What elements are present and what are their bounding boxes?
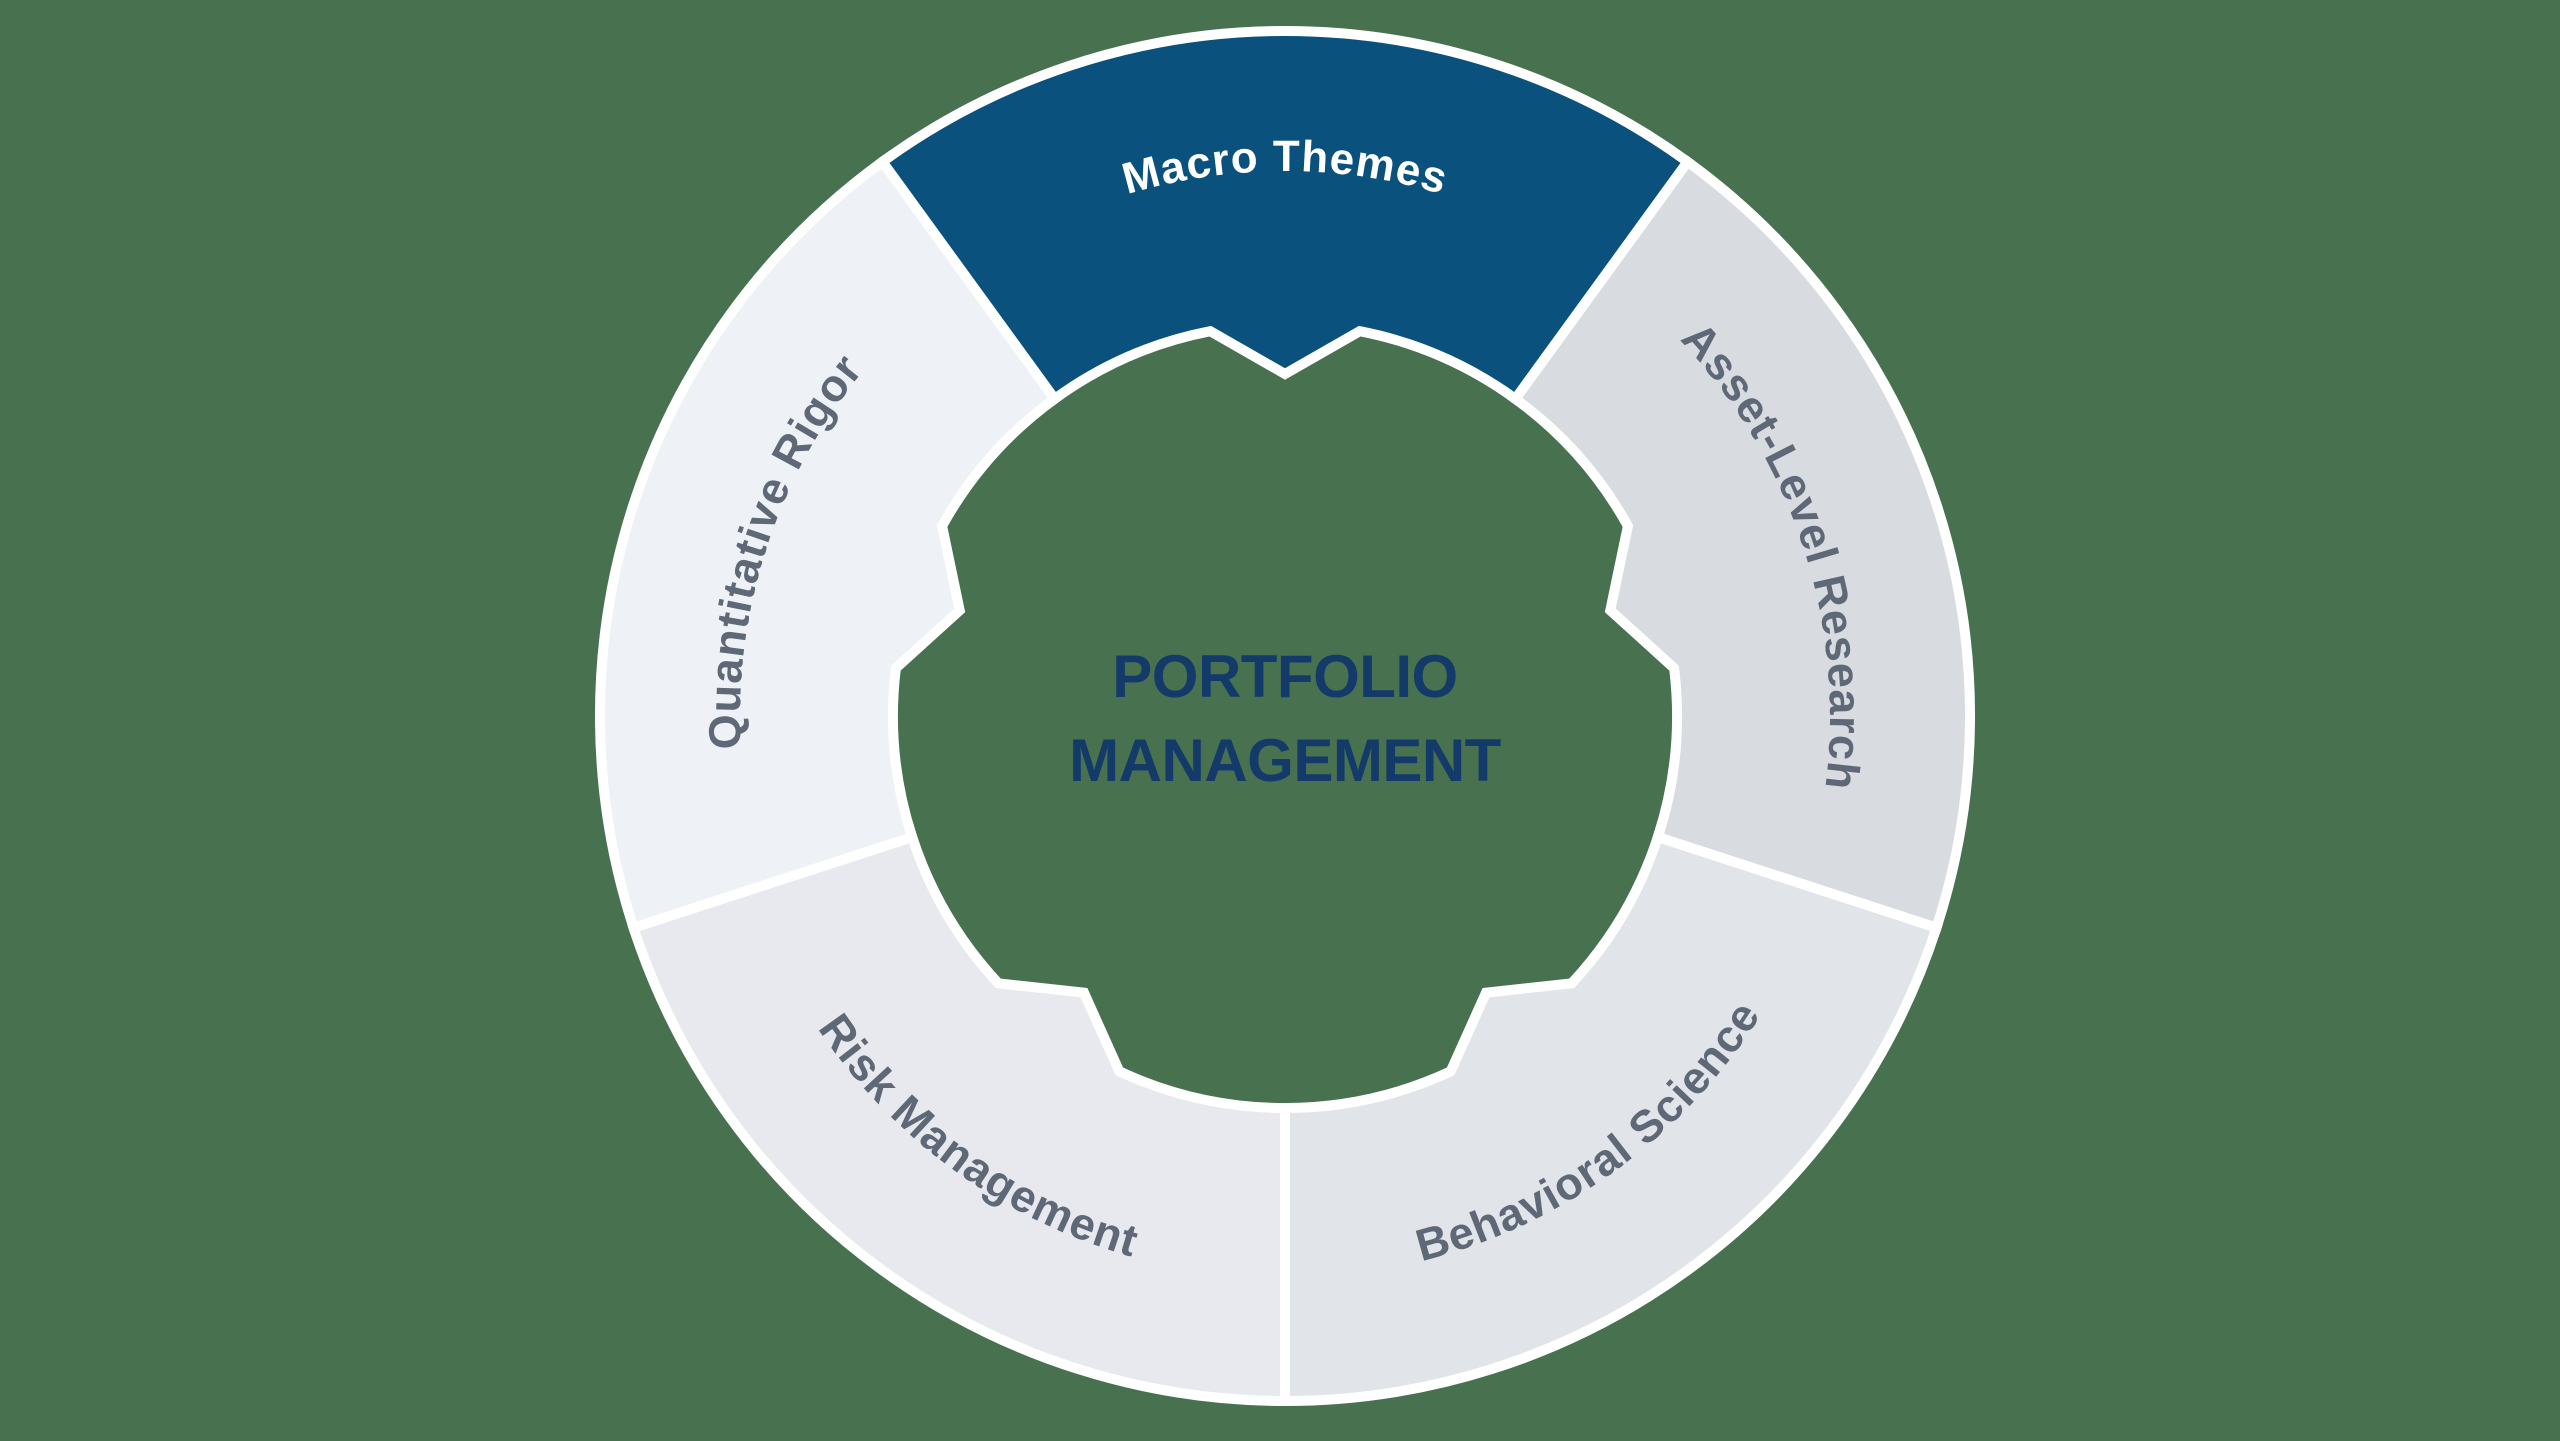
segment-risk-management	[627, 830, 1290, 1407]
center-label-line1: PORTFOLIO	[1112, 643, 1457, 710]
segment-quantitative-rigor	[594, 154, 1062, 935]
center-label-line2: MANAGEMENT	[1069, 727, 1501, 794]
segment-behavioral-science	[1280, 830, 1943, 1407]
segment-macro-themes	[875, 26, 1695, 406]
ring-segments	[594, 26, 1976, 1407]
segment-asset-level-research	[1508, 154, 1976, 935]
